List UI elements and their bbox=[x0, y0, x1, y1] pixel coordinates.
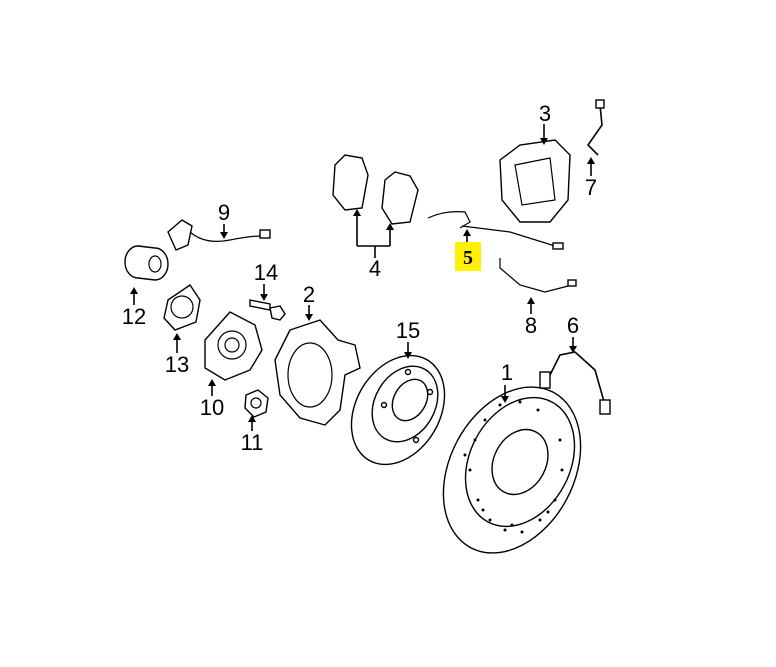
callout-7[interactable]: 7 bbox=[585, 175, 597, 200]
part-3-brake-caliper[interactable] bbox=[499, 139, 571, 223]
part-1-drilled-rotor[interactable] bbox=[416, 363, 608, 577]
callout-4[interactable]: 4 bbox=[369, 256, 381, 281]
part-4-brake-pads[interactable] bbox=[332, 154, 419, 225]
part-11-hub-nut[interactable] bbox=[244, 389, 269, 418]
part-8-wear-sensor-wire[interactable] bbox=[499, 258, 577, 293]
part-10-wheel-hub[interactable] bbox=[204, 311, 263, 381]
part-7-brake-line[interactable] bbox=[586, 99, 605, 156]
callout-1[interactable]: 1 bbox=[501, 360, 513, 385]
callout-14[interactable]: 14 bbox=[254, 260, 278, 285]
callout-6[interactable]: 6 bbox=[567, 313, 579, 338]
part-15-brake-disc[interactable] bbox=[333, 339, 464, 481]
part-5-pad-wear-sensor[interactable] bbox=[427, 211, 564, 250]
callout-11[interactable]: 11 bbox=[241, 430, 264, 455]
callout-9[interactable]: 9 bbox=[218, 200, 230, 225]
callout-3[interactable]: 3 bbox=[539, 101, 551, 126]
part-13-bearing-retainer[interactable] bbox=[163, 284, 201, 331]
callout-2[interactable]: 2 bbox=[303, 282, 315, 307]
highlight-box-5 bbox=[455, 242, 481, 271]
callout-12[interactable]: 12 bbox=[122, 304, 146, 329]
part-2-splash-shield[interactable] bbox=[274, 319, 361, 426]
callout-5[interactable]: 5 bbox=[463, 247, 473, 269]
part-6-brake-hose[interactable] bbox=[539, 351, 611, 415]
callout-13[interactable]: 13 bbox=[165, 352, 189, 377]
part-9-abs-sensor[interactable] bbox=[167, 219, 271, 251]
callout-15[interactable]: 15 bbox=[396, 318, 420, 343]
callout-10[interactable]: 10 bbox=[200, 395, 224, 420]
callout-8[interactable]: 8 bbox=[525, 313, 537, 338]
part-12-wheel-bearing[interactable] bbox=[124, 245, 169, 281]
part-14-wheel-stud[interactable] bbox=[249, 299, 286, 321]
leader-lines bbox=[130, 124, 595, 431]
